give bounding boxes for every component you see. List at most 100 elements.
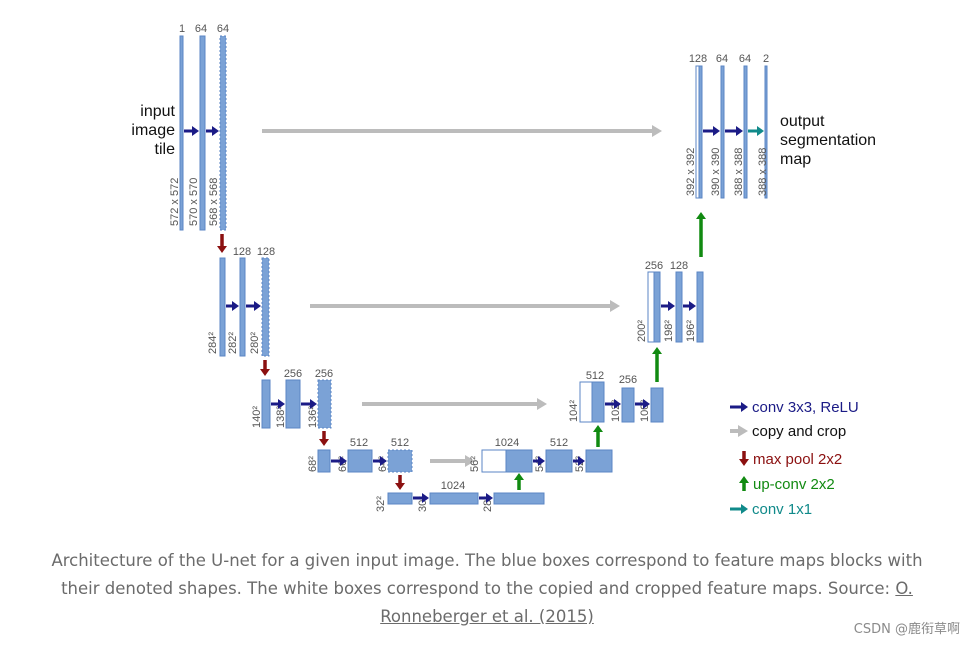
copy-crop-arrow: [430, 455, 475, 467]
channel-label: 64: [195, 23, 207, 35]
conv-arrow-head: [689, 301, 696, 311]
output-label-line: map: [780, 151, 811, 168]
feature-map-512a: [347, 449, 373, 473]
channel-label: 1024: [495, 437, 519, 449]
legend-label: up-conv 2x2: [753, 476, 835, 493]
legend-copy-icon-head: [738, 425, 748, 437]
feature-map-256-pooled: [317, 449, 331, 473]
conv-arrow: [533, 456, 545, 466]
size-label: 390 x 390: [710, 148, 722, 196]
legend-max-pool-icon-head: [739, 459, 749, 466]
conv-arrow-head: [232, 301, 239, 311]
output-label-line: output: [780, 113, 825, 130]
max-pool-arrow: [395, 475, 405, 490]
channel-label: 128: [233, 246, 251, 258]
feature-map-upconv-512: [505, 449, 533, 473]
max-pool-arrow-head: [395, 483, 405, 490]
conv-arrow: [271, 399, 285, 409]
conv-arrow-head: [578, 456, 585, 466]
size-label: 138²: [275, 406, 287, 428]
channel-label: 512: [586, 370, 604, 382]
size-label: 284²: [207, 332, 219, 354]
conv-arrow: [226, 301, 239, 311]
copy-crop-arrow-head: [610, 300, 620, 312]
channel-label: 128: [689, 53, 707, 65]
feature-map-upconv-128: [653, 271, 661, 343]
copy-crop-arrow-head: [537, 398, 547, 410]
feature-map-1024b: [493, 492, 545, 505]
channel-label: 256: [315, 368, 333, 380]
feature-map-64c: [720, 65, 725, 199]
figure-caption: Architecture of the U-net for a given in…: [40, 547, 934, 631]
input-label-line: tile: [155, 141, 176, 158]
legend-max-pool-icon: [739, 451, 749, 466]
size-label: 282²: [227, 332, 239, 354]
conv-arrow: [413, 493, 429, 503]
conv-arrow: [725, 126, 743, 136]
feature-map-128b: [261, 257, 270, 357]
size-label: 388 x 388: [733, 148, 745, 196]
conv-arrow-head: [340, 456, 347, 466]
channel-label: 512: [350, 437, 368, 449]
conv-arrow-head: [380, 456, 387, 466]
up-conv-arrow-head: [696, 212, 706, 219]
conv-arrow: [479, 493, 493, 503]
conv-arrow: [301, 399, 317, 409]
channel-label: 64: [217, 23, 229, 35]
channel-label: 512: [391, 437, 409, 449]
conv-arrow: [246, 301, 261, 311]
caption-text: Architecture of the U-net for a given in…: [51, 551, 923, 598]
size-label: 136²: [307, 406, 319, 428]
legend-label: copy and crop: [752, 423, 846, 440]
legend-up-conv-icon: [739, 476, 749, 491]
size-label: 200²: [636, 320, 648, 342]
legend-up-conv-icon-head: [739, 476, 749, 483]
max-pool-arrow-head: [260, 369, 270, 376]
max-pool-arrow: [217, 234, 227, 253]
channel-label: 128: [257, 246, 275, 258]
conv-arrow-head: [212, 126, 219, 136]
up-conv-arrow-head: [514, 473, 524, 480]
up-conv-arrow-head: [652, 347, 662, 354]
watermark: CSDN @鹿衔草啊: [853, 622, 960, 637]
conv-arrow: [331, 456, 347, 466]
conv-1x1-arrow-head: [757, 126, 764, 136]
channel-label: 256: [284, 368, 302, 380]
conv-arrow-head: [736, 126, 743, 136]
conv-arrow-head: [668, 301, 675, 311]
legend-conv-icon: [730, 402, 748, 412]
conv-arrow: [573, 456, 585, 466]
feature-map-256d: [650, 387, 664, 423]
size-label: 388 x 388: [757, 148, 769, 196]
size-label: 196²: [685, 320, 697, 342]
channel-label: 1: [179, 23, 185, 35]
feature-map-256a: [285, 379, 301, 429]
size-label: 392 x 392: [685, 148, 697, 196]
feature-map-512c: [545, 449, 573, 473]
copy-crop-arrow-head: [465, 455, 475, 467]
conv-arrow-head: [643, 399, 650, 409]
conv-arrow: [703, 126, 720, 136]
feature-map-128c: [675, 271, 683, 343]
copy-crop-arrow: [262, 125, 662, 137]
legend-conv-icon-head: [741, 402, 748, 412]
source-link[interactable]: O. Ronneberger et al. (2015): [380, 579, 913, 626]
input-label-line: image: [131, 122, 175, 139]
channel-label: 128: [670, 260, 688, 272]
up-conv-arrow: [652, 347, 662, 382]
up-conv-arrow-head: [593, 425, 603, 432]
conv-arrow: [635, 399, 650, 409]
feature-map-512-pooled: [387, 492, 413, 505]
copy-crop-arrow: [362, 398, 547, 410]
feature-map-256c: [621, 387, 635, 423]
cropped-copy-512: [481, 449, 507, 473]
conv-arrow-head: [713, 126, 720, 136]
output-map-2ch: [764, 65, 768, 199]
channel-label: 1024: [441, 480, 465, 492]
size-label: 198²: [663, 320, 675, 342]
channel-label: 256: [619, 374, 637, 386]
feature-map-64d: [743, 65, 748, 199]
max-pool-arrow: [319, 431, 329, 446]
up-conv-arrow: [696, 212, 706, 257]
